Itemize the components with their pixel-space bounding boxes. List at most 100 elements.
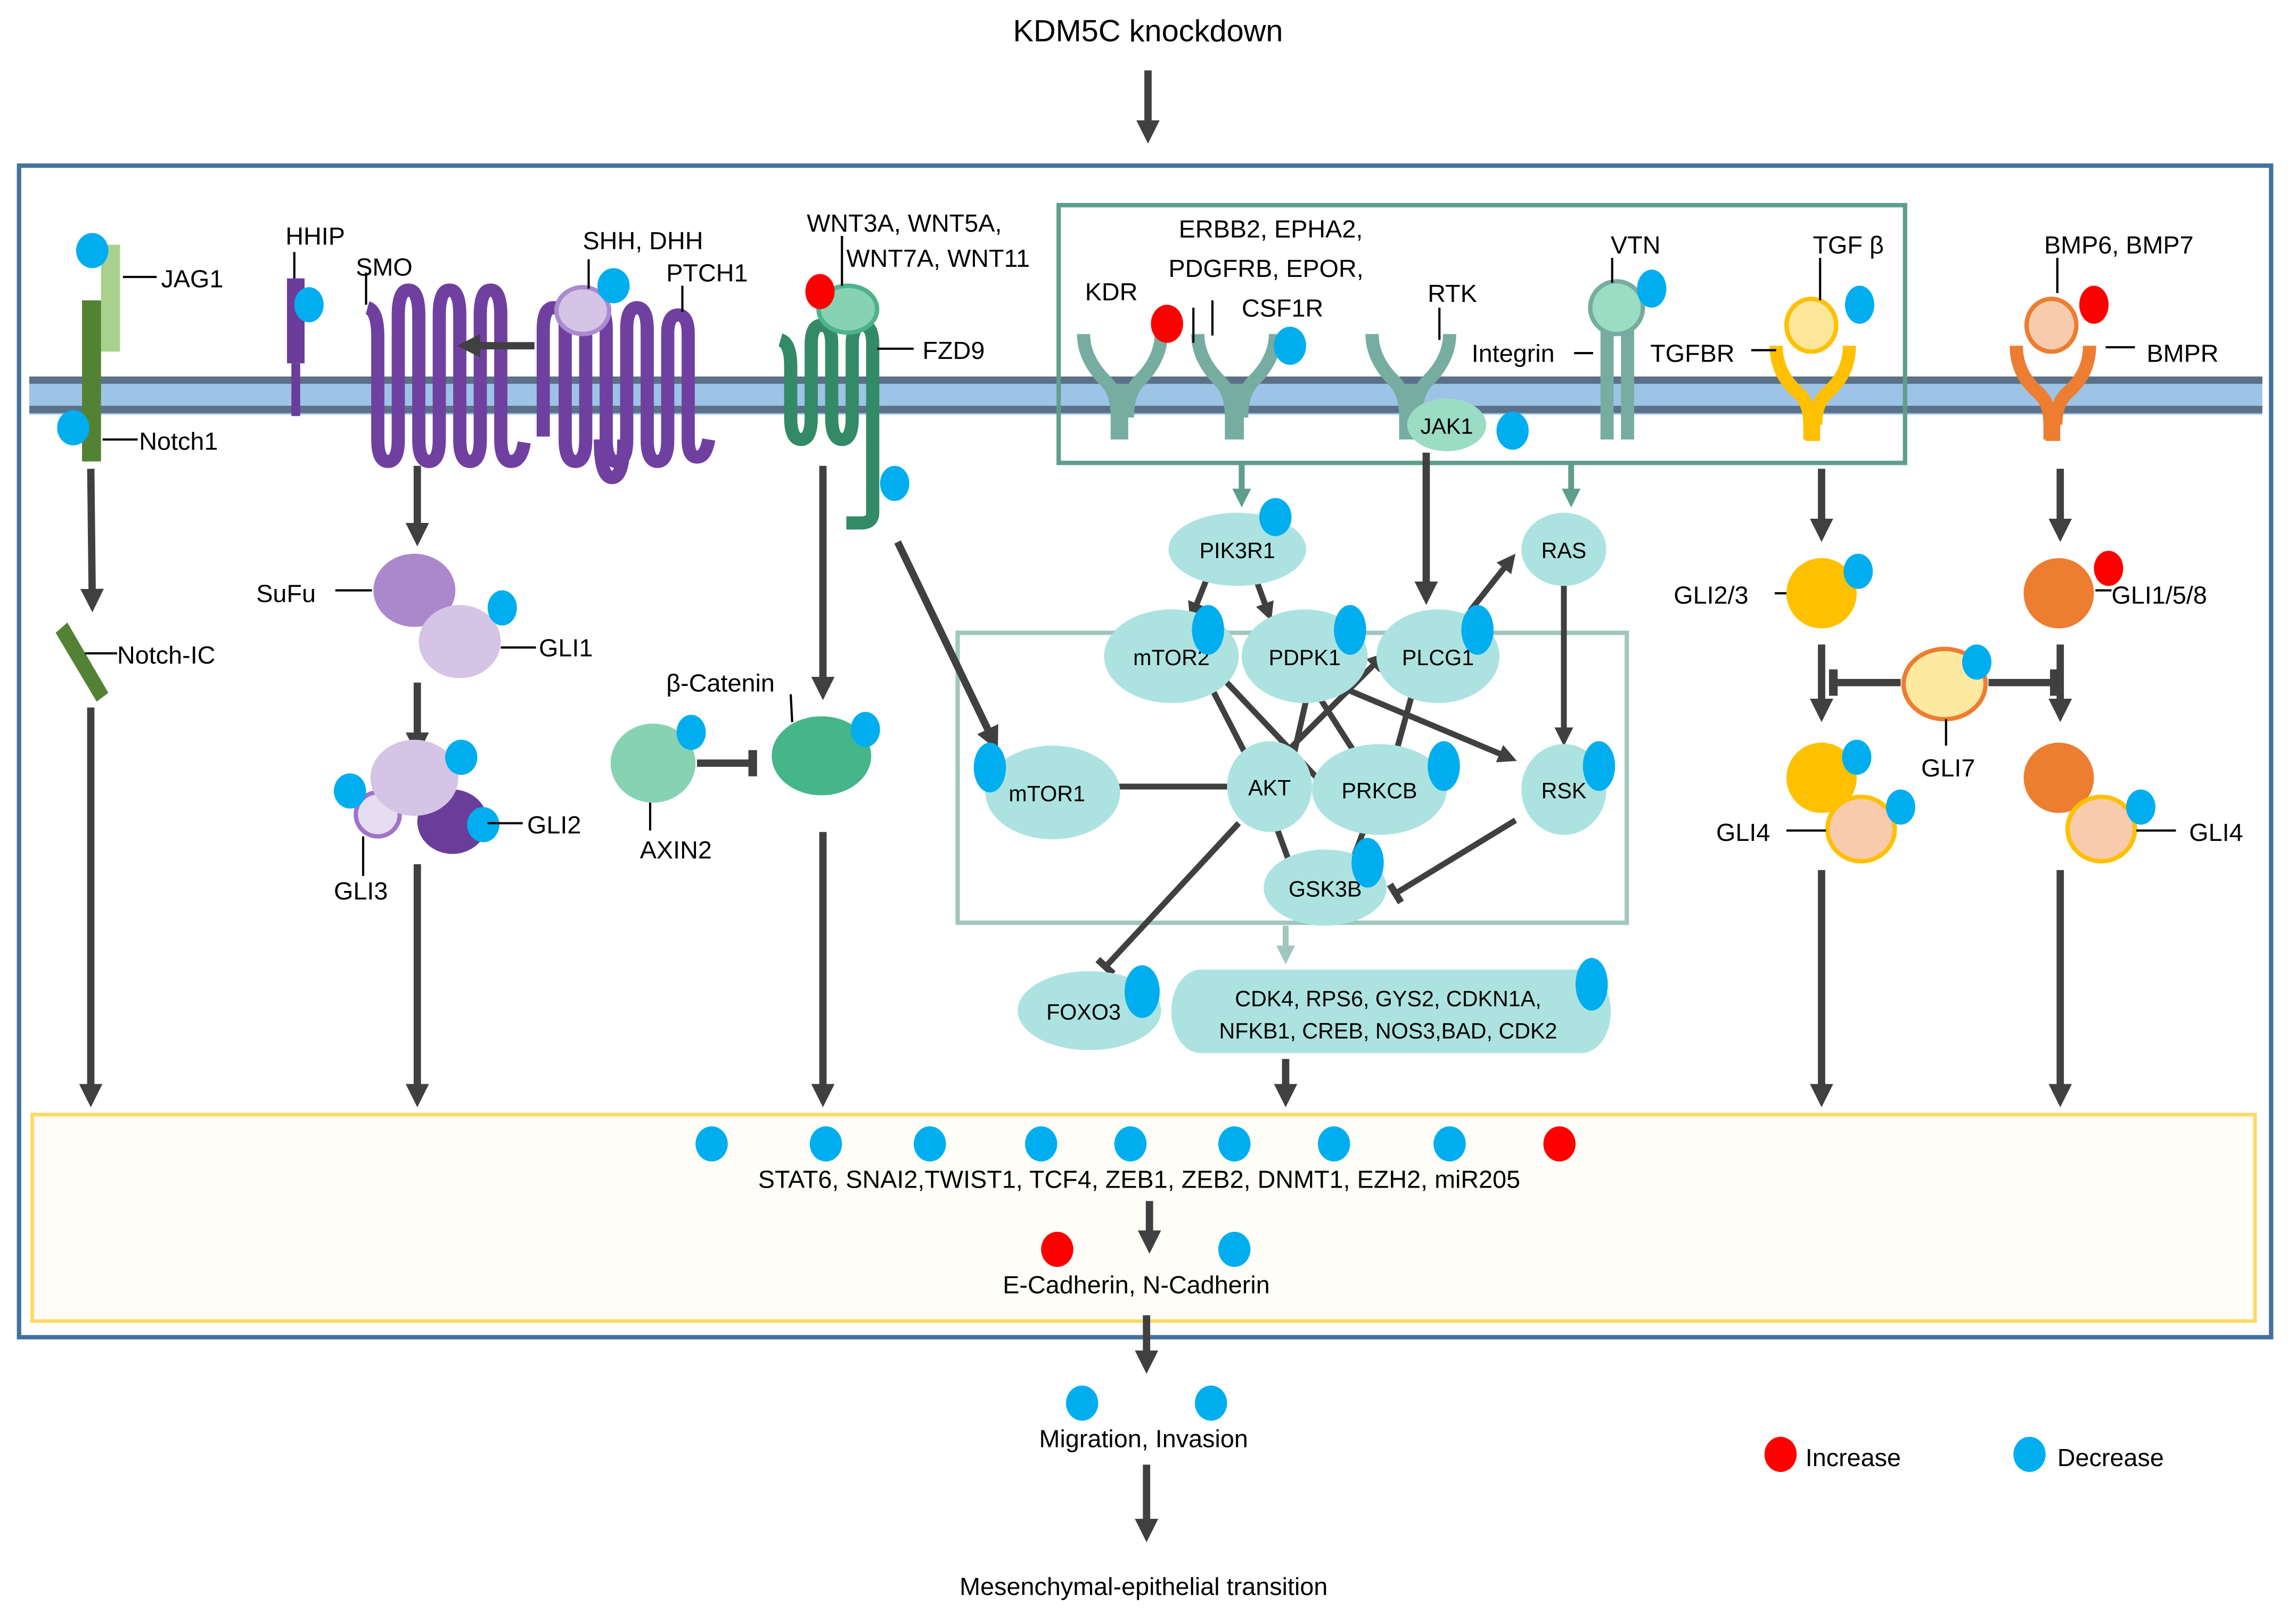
jag1-shape	[101, 244, 120, 352]
hhip-label: HHIP	[285, 223, 345, 250]
gli4-left-decrease-dot	[1886, 789, 1915, 825]
tgf-pathway: TGF β TGFBR GLI2/3 GLI4 GLI7	[1650, 231, 2059, 1108]
fzd9-shape	[777, 318, 880, 530]
tf-decrease-dot-2	[914, 1126, 946, 1161]
legend: Increase Decrease	[1764, 1437, 2164, 1472]
title: KDM5C knockdown	[1013, 14, 1283, 48]
gli2-label: GLI2	[527, 811, 581, 839]
mtor1-label: mTOR1	[1008, 782, 1085, 806]
cadherin-decrease-dot-1	[1218, 1232, 1251, 1267]
targets-label-line2: NFKB1, CREB, NOS3,BAD, CDK2	[1219, 1019, 1557, 1043]
axin2-label: AXIN2	[640, 836, 712, 864]
gli158-increase-dot	[2094, 551, 2123, 586]
gli4-left-label: GLI4	[1716, 819, 1770, 846]
gli23-shape	[1786, 558, 1857, 628]
gli-complex-top	[370, 740, 458, 816]
tf-increase-dot-8	[1543, 1126, 1576, 1161]
gli23-complex-top	[1786, 742, 1857, 813]
gli1-label: GLI1	[539, 634, 593, 661]
wnt-label-line1: WNT3A, WNT5A,	[807, 209, 1002, 237]
akt-label: AKT	[1248, 776, 1291, 800]
gli1-shape	[419, 605, 501, 678]
vtn-ligand	[1588, 279, 1645, 337]
erbb-label-line1: ERBB2, EPHA2,	[1179, 215, 1363, 243]
integrin-shape-left	[1600, 330, 1614, 440]
bmp-increase-dot	[2079, 285, 2109, 324]
cadherin-dots	[1041, 1232, 1251, 1267]
legend-decrease-dot	[2013, 1437, 2046, 1472]
kdr-label: KDR	[1085, 278, 1138, 306]
targets-node	[1171, 969, 1611, 1053]
gsk3b-label: GSK3B	[1289, 877, 1362, 901]
wnt-label-line2: WNT7A, WNT11	[847, 244, 1030, 272]
plcg1-decrease-dot	[1461, 605, 1494, 655]
wnt-pathway: WNT3A, WNT5A, WNT7A, WNT11 FZD9 AXIN2 β-…	[610, 209, 1030, 1108]
tf-decrease-dot-3	[1025, 1126, 1057, 1161]
erbb-receptor	[1191, 333, 1282, 440]
notch-ic-label: Notch-IC	[117, 641, 215, 669]
axin2-shape	[610, 723, 696, 803]
gli3-decrease-dot	[334, 773, 366, 809]
outcome-migration-invasion: Migration, Invasion	[1039, 1425, 1248, 1452]
legend-decrease-label: Decrease	[2057, 1444, 2164, 1471]
notch-pathway: JAG1 Notch1 Notch-IC	[55, 233, 224, 1108]
sufu-shape	[373, 553, 456, 627]
tf-decrease-dot-0	[695, 1126, 728, 1161]
plcg1-label: PLCG1	[1402, 645, 1474, 670]
gli4-right-decrease-dot	[2126, 789, 2155, 825]
prkcb-label: PRKCB	[1341, 779, 1417, 803]
gsk3b-decrease-dot	[1351, 838, 1384, 888]
shh-decrease-dot	[597, 268, 630, 304]
rtk-box	[1056, 203, 1907, 465]
nucleus-content: STAT6, SNAI2,TWIST1, TCF4, ZEB1, ZEB2, D…	[695, 1126, 1576, 1299]
legend-increase-dot	[1764, 1437, 1797, 1472]
bmp-label: BMP6, BMP7	[2044, 231, 2194, 259]
wnt-increase-dot	[805, 274, 835, 309]
tgfb-label: TGF β	[1813, 231, 1884, 259]
smo-label: SMO	[356, 253, 413, 281]
hhip-decrease-dot	[294, 287, 324, 323]
integrin-shape-right	[1621, 330, 1634, 440]
outcome-decrease-dot-0	[1066, 1385, 1098, 1421]
fzd9-label: FZD9	[923, 337, 985, 364]
tf-decrease-dot-6	[1318, 1126, 1350, 1161]
mtor2-label: mTOR2	[1133, 645, 1210, 670]
beta-catenin-decrease-dot	[850, 711, 880, 747]
beta-catenin-label: β-Catenin	[666, 669, 775, 697]
fzd9-to-mtor1-arrow	[894, 540, 998, 750]
smo-shape	[365, 283, 531, 468]
tf-dots	[695, 1126, 1576, 1161]
cadherin-label: E-Cadherin, N-Cadherin	[1003, 1271, 1270, 1299]
outcome-met: Mesenchymal-epithelial transition	[960, 1573, 1327, 1600]
fzd9-decrease-dot	[880, 465, 909, 501]
csf1r-decrease-dot	[1274, 326, 1306, 365]
gli23-label: GLI2/3	[1674, 581, 1748, 609]
kdr-receptor	[1077, 333, 1168, 440]
mtor2-decrease-dot	[1192, 605, 1224, 655]
notch1-decrease-dot	[57, 410, 89, 446]
rsk-decrease-dot	[1582, 741, 1616, 791]
mtor1-decrease-dot	[973, 742, 1006, 792]
shh-dhh-label: SHH, DHH	[583, 227, 703, 255]
mtor1-node	[985, 746, 1120, 839]
rsk-label: RSK	[1541, 779, 1587, 803]
bmp-ligand	[2024, 297, 2079, 354]
gli158-complex-top	[2023, 742, 2094, 813]
pdpk1-label: PDPK1	[1269, 645, 1341, 670]
tf-decrease-dot-5	[1218, 1126, 1251, 1161]
prkcb-node	[1312, 744, 1447, 835]
targets-label-line1: CDK4, RPS6, GYS2, CDKN1A,	[1235, 987, 1541, 1011]
ptch1-label: PTCH1	[666, 259, 748, 287]
gli1-decrease-dot	[487, 590, 517, 626]
gli4-right-shape	[2065, 795, 2137, 864]
notch-ic-shape	[55, 623, 109, 702]
kinase-network: PIK3R1 RAS mTOR2 PDPK1 PLCG1 mTOR1 AKT P…	[973, 498, 1616, 1108]
bmp-pathway: BMP6, BMP7 BMPR GLI1/5/8 GLI4	[2010, 231, 2243, 1108]
gli158-label: GLI1/5/8	[2112, 581, 2207, 609]
outcome-decrease-dot-1	[1195, 1385, 1227, 1421]
bmpr-label: BMPR	[2147, 340, 2219, 367]
jag1-label: JAG1	[161, 265, 224, 292]
gli23-decrease-dot	[1843, 553, 1873, 589]
foxo3-label: FOXO3	[1046, 1000, 1121, 1024]
